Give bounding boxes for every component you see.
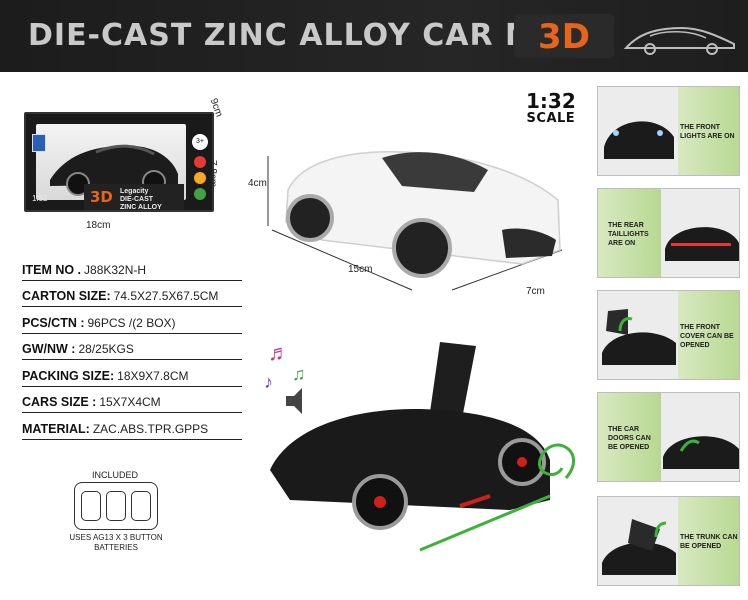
box-brand-text: Legacity DIE-CAST ZINC ALLOY bbox=[120, 188, 162, 212]
car-width-dim: 7cm bbox=[526, 286, 545, 297]
spec-row-item-no: ITEM NO .J88K32N-H bbox=[22, 254, 242, 281]
feature-image bbox=[598, 87, 678, 175]
spec-value: J88K32N-H bbox=[84, 262, 147, 277]
battery-cell-icon bbox=[106, 491, 126, 521]
feature-panel-doors: THE CAR DOORS CAN BE OPENED bbox=[597, 392, 740, 482]
feature-text: THE FRONT LIGHTS ARE ON bbox=[680, 124, 735, 140]
svg-text:3D: 3D bbox=[538, 17, 590, 57]
spec-label: ITEM NO . bbox=[22, 262, 82, 277]
feature-panel-trunk: THE TRUNK CAN BE OPENED bbox=[597, 496, 740, 586]
spec-label: MATERIAL: bbox=[22, 421, 90, 436]
black-car-image: ♬ ♪ ♫ bbox=[264, 340, 575, 552]
music-note-icon: ♬ bbox=[268, 340, 290, 365]
box-brand-logo: 3D bbox=[90, 188, 113, 206]
car-length-dim: 15cm bbox=[348, 264, 373, 275]
white-car-image bbox=[267, 151, 563, 291]
spec-label: CARS SIZE : bbox=[22, 395, 97, 409]
spec-value: 15X7X4CM bbox=[99, 395, 161, 409]
scale-label: 1:32 SCALE bbox=[526, 90, 576, 126]
spec-value: 28/25KGS bbox=[78, 342, 134, 356]
scale-number: 1:32 bbox=[526, 89, 576, 113]
box-brand-strip: 3D Legacity DIE-CAST ZINC ALLOY bbox=[84, 184, 184, 212]
box-brand-line-2: DIE-CAST bbox=[120, 196, 154, 203]
feature-panel-bg bbox=[598, 189, 661, 277]
scale-word: SCALE bbox=[526, 111, 576, 126]
light-button-yellow bbox=[194, 172, 206, 184]
package-box-image: 3+ 1:32 3D Legacity DIE-CAST ZINC ALLOY bbox=[24, 112, 214, 212]
spec-list: ITEM NO .J88K32N-H CARTON SIZE:74.5X27.5… bbox=[22, 254, 242, 440]
feature-panel-front-lights: THE FRONT LIGHTS ARE ON bbox=[597, 86, 740, 176]
battery-cell-icon bbox=[81, 491, 101, 521]
header-banner: DIE-CAST ZINC ALLOY CAR MOLD 3D bbox=[0, 0, 748, 72]
spec-value: 74.5X27.5X67.5CM bbox=[113, 289, 219, 303]
box-scale-label: 1:32 bbox=[32, 194, 48, 203]
spec-label: PACKING SIZE: bbox=[22, 368, 115, 383]
spec-row-carton-size: CARTON SIZE:74.5X27.5X67.5CM bbox=[22, 281, 242, 307]
light-button-green bbox=[194, 188, 206, 200]
box-height-dim: 7.8cm bbox=[207, 160, 218, 188]
arrow-green-icon bbox=[419, 494, 551, 552]
feature-panel-bg bbox=[678, 87, 739, 175]
spec-value: 18X9X7.8CM bbox=[117, 368, 189, 383]
light-button-red bbox=[194, 156, 206, 168]
music-note-icon: ♫ bbox=[292, 364, 306, 384]
spec-label: PCS/CTN : bbox=[22, 315, 85, 330]
spec-row-gw-nw: GW/NW :28/25KGS bbox=[22, 334, 242, 360]
spec-row-packing-size: PACKING SIZE:18X9X7.8CM bbox=[22, 360, 242, 387]
box-brand-badge bbox=[32, 134, 46, 152]
spec-label: GW/NW : bbox=[22, 342, 76, 356]
brand-3d-logo: 3D bbox=[514, 14, 614, 58]
box-brand-line-1: Legacity bbox=[120, 188, 149, 195]
music-note-icon: ♪ bbox=[264, 372, 273, 392]
battery-note: USES AG13 X 3 BUTTON BATTERIES bbox=[69, 533, 163, 552]
spec-label: CARTON SIZE: bbox=[22, 289, 111, 303]
spec-value: 96PCS /(2 BOX) bbox=[87, 315, 176, 330]
spec-row-pcs-ctn: PCS/CTN :96PCS /(2 BOX) bbox=[22, 307, 242, 334]
speaker-icon bbox=[286, 388, 302, 414]
sports-car-outline-icon bbox=[623, 26, 735, 55]
spec-row-cars-size: CARS SIZE :15X7X4CM bbox=[22, 387, 242, 413]
feature-image bbox=[661, 189, 739, 277]
car-height-dim: 4cm bbox=[248, 178, 267, 189]
feature-text: THE CAR DOORS CAN BE OPENED bbox=[608, 425, 651, 451]
battery-cell-icon bbox=[131, 491, 151, 521]
spec-value: ZAC.ABS.TPR.GPPS bbox=[92, 421, 209, 436]
feature-image bbox=[661, 393, 739, 481]
feature-panel-front-cover: THE FRONT COVER CAN BE OPENED bbox=[597, 290, 740, 380]
feature-image bbox=[598, 497, 678, 585]
feature-text: THE FRONT COVER CAN BE OPENED bbox=[680, 323, 734, 349]
battery-included-title: INCLUDED bbox=[91, 470, 138, 480]
page-title: DIE-CAST ZINC ALLOY CAR MOLD bbox=[28, 18, 609, 53]
spec-row-material: MATERIAL:ZAC.ABS.TPR.GPPS bbox=[22, 413, 242, 440]
age-badge: 3+ bbox=[192, 134, 208, 150]
arrow-red-icon bbox=[459, 494, 491, 508]
feature-panel-bg bbox=[598, 393, 661, 481]
spiral-icon bbox=[538, 443, 575, 479]
box-width-dim: 18cm bbox=[86, 220, 111, 231]
feature-panel-bg bbox=[678, 291, 739, 379]
feature-text: THE REAR TAILLIGHTS ARE ON bbox=[608, 221, 649, 247]
feature-panel-bg bbox=[678, 497, 739, 585]
battery-pack-icon bbox=[74, 482, 158, 530]
feature-image bbox=[598, 291, 678, 379]
box-brand-line-3: ZINC ALLOY bbox=[120, 204, 162, 211]
feature-text: THE TRUNK CAN BE OPENED bbox=[680, 534, 738, 550]
feature-panel-rear-lights: THE REAR TAILLIGHTS ARE ON bbox=[597, 188, 740, 278]
